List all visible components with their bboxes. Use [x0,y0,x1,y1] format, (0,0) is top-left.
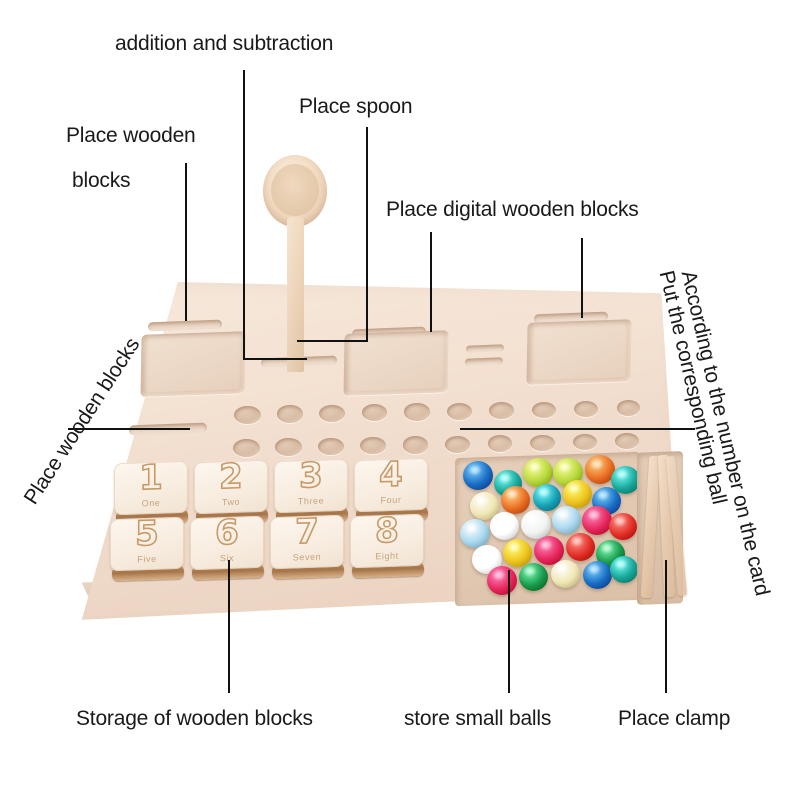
ball-well [234,406,261,424]
number-card-word: Four [380,494,402,506]
tray-left [140,331,246,397]
annotation-place-wooden-blocks-top-line1: Place wooden [66,124,196,147]
annotation-storage-of-wooden-blocks: Storage of wooden blocks [76,707,313,730]
number-card-digit: 6 [214,515,239,554]
number-card-digit: 3 [298,458,323,497]
colored-ball [487,566,517,595]
leader-line-place-wooden-blocks-left [68,428,190,430]
ball-well [319,404,346,423]
ball-well [404,403,430,421]
ball-well [360,437,386,455]
annotation-place-wooden-blocks-top-line2: blocks [72,169,131,192]
slot-equals-lower [464,357,504,366]
number-card-word: Eight [375,550,399,562]
leader-line-place-clamp [665,560,667,693]
number-card-word: Seven [292,551,322,563]
colored-ball [523,458,553,487]
ball-well [446,402,472,420]
ball-well [232,439,260,457]
ball-well [402,436,429,454]
number-card-word: Five [137,553,157,565]
number-card-word: Six [219,552,235,564]
number-card-digit: 4 [378,457,403,496]
wooden-scoop-spoon [255,155,337,372]
colored-ball [460,519,490,548]
leader-line-addition-subtraction-foot [243,358,307,360]
ball-well [275,438,302,457]
number-card-word: Two [221,496,241,508]
ball-well [276,405,304,424]
ball-well [574,400,599,418]
leader-line-addition-subtraction [243,70,245,360]
ball-well [615,433,639,450]
number-card-digit: 1 [138,460,163,499]
colored-ball [521,510,551,539]
colored-ball [583,561,612,589]
ball-well [616,400,641,417]
colored-ball [503,539,532,567]
ball-well [487,435,513,452]
ball-well [572,433,597,451]
leader-line-place-spoon [366,127,368,342]
colored-ball [551,560,580,588]
leader-line-place-spoon-foot [297,340,368,342]
ball-well [317,437,344,456]
annotation-store-small-balls: store small balls [404,707,552,730]
number-card-digit: 8 [374,513,399,552]
colored-ball [552,506,581,534]
leader-line-digital-blocks-b [581,238,583,318]
colored-ball [609,513,637,540]
leader-line-digital-blocks-a [430,232,432,332]
number-card-digit: 7 [294,514,319,553]
number-card-digit: 2 [218,459,243,498]
leader-line-according-to-number [460,428,695,430]
number-card-word: One [141,497,161,509]
colored-ball [463,461,493,490]
colored-ball [582,506,612,535]
colored-ball [566,533,595,561]
ball-well [489,402,514,419]
tray-right [526,319,632,385]
annotation-addition-subtraction: addition and subtraction [115,32,334,55]
ball-well [361,404,388,422]
ball-well [531,401,557,419]
colored-ball [501,486,530,514]
colored-ball [563,480,592,508]
colored-ball [533,484,561,511]
annotation-place-digital-wooden-blocks: Place digital wooden blocks [386,198,639,221]
annotation-place-spoon: Place spoon [299,95,413,118]
leader-line-store-small-balls [508,570,510,693]
colored-ball [490,512,519,540]
spoon-bowl-inner [271,164,319,216]
slot-equals-upper [465,344,505,353]
spoon-handle [287,217,304,372]
leader-line-storage-of-wooden-blocks [228,560,230,693]
ball-well [530,434,555,452]
number-card-digit: 5 [134,516,159,555]
colored-ball [610,556,638,583]
colored-ball [585,455,615,484]
number-card-word: Three [297,495,325,507]
ball-well [445,435,471,453]
leader-line-place-wooden-blocks-top [185,163,187,321]
annotation-place-clamp: Place clamp [618,707,731,730]
colored-ball [519,563,548,591]
